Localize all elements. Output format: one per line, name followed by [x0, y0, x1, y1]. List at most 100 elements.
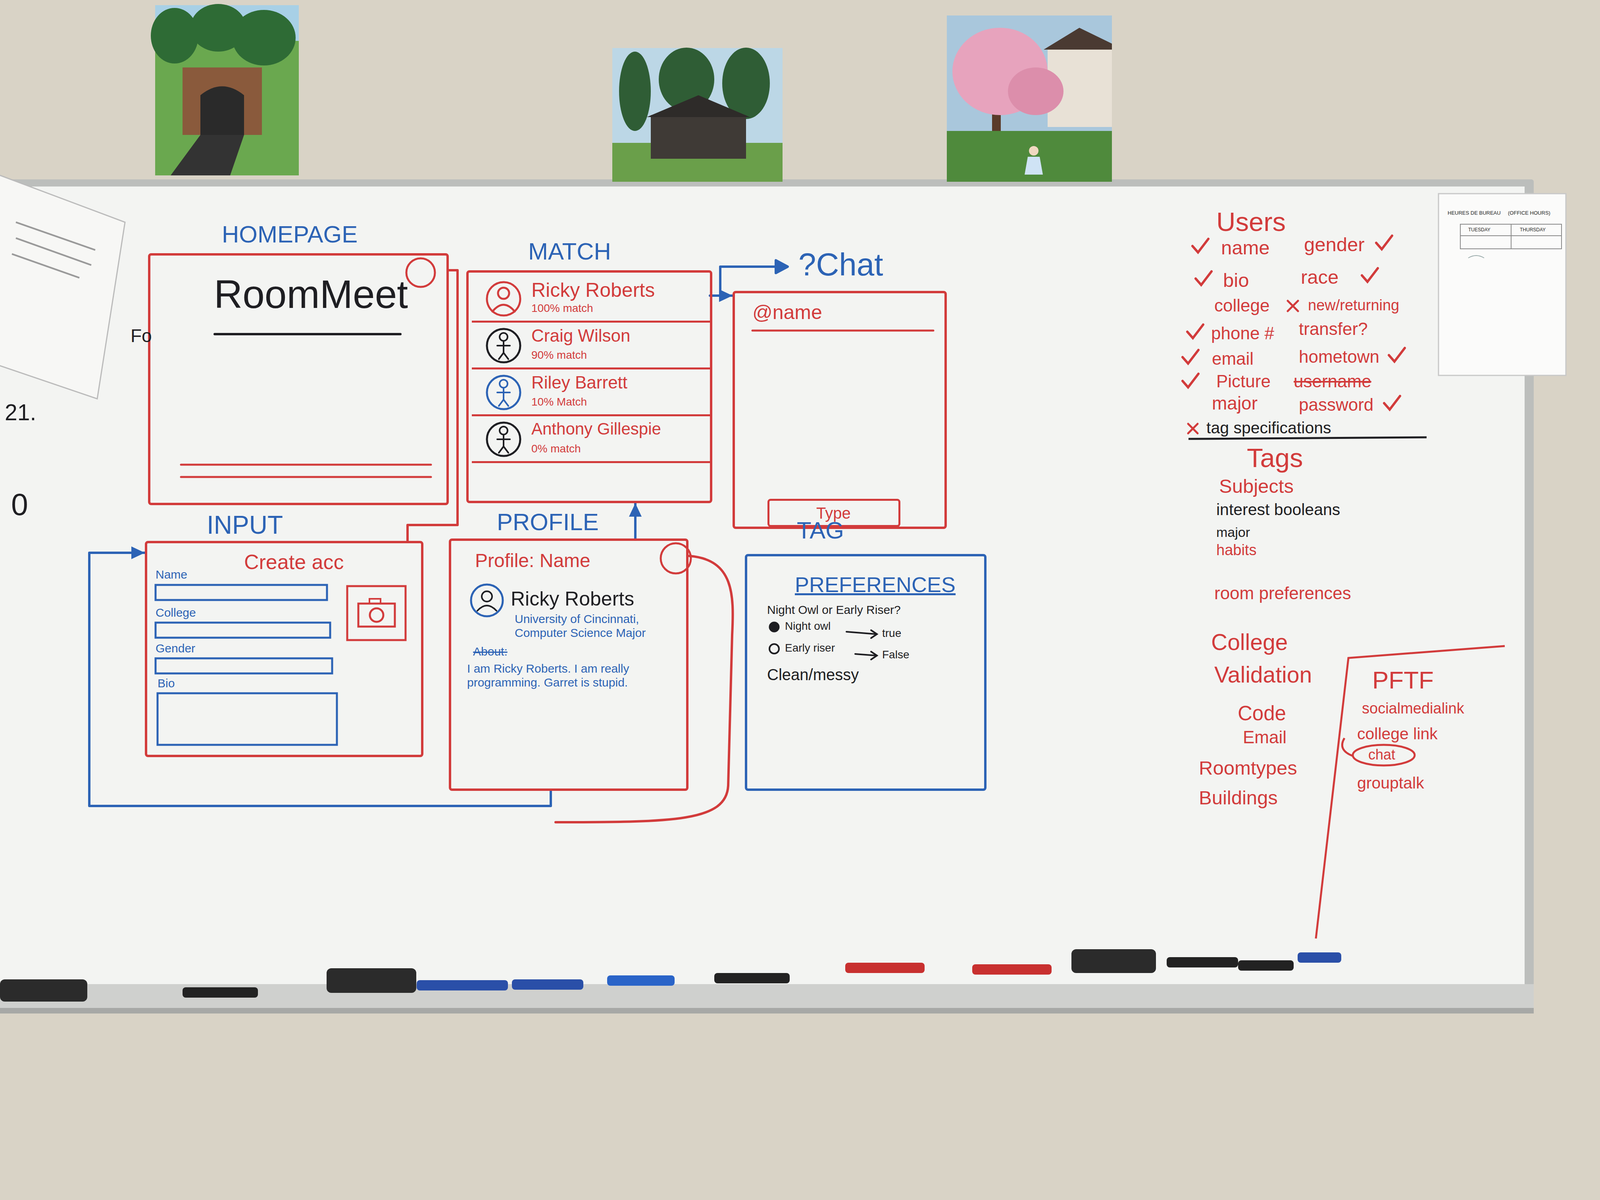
sketch-line [502, 340, 505, 353]
sketch-line [498, 352, 504, 360]
marker [511, 979, 584, 990]
sketch-line [503, 352, 509, 360]
note-text: Buildings [1198, 786, 1278, 809]
screen-frame: HOMEPAGERoomMeet [148, 253, 449, 506]
painting [1028, 146, 1039, 156]
whiteboard [0, 984, 1534, 1010]
sketch-line [497, 344, 510, 347]
eraser [326, 968, 417, 993]
note-text: hometown [1298, 346, 1380, 368]
cross-mark [1188, 300, 1299, 434]
note-text: Subjects [1219, 475, 1294, 498]
sketch-line [752, 329, 934, 332]
note-text: Email [1242, 727, 1287, 748]
sketch-circle [499, 379, 508, 388]
sketch-circle [499, 426, 508, 435]
profile-title: Profile: Name [475, 549, 591, 572]
section-label: About: [473, 644, 508, 659]
bio-text: I am Ricky Roberts. I am really programm… [467, 661, 682, 690]
note-text: college [1214, 295, 1270, 316]
sketch-line [180, 476, 431, 479]
sketch-line [497, 391, 510, 394]
screen-heading: TAG [796, 516, 845, 545]
field-label: Name [155, 567, 188, 582]
sketch-line [214, 332, 401, 336]
painting [232, 9, 296, 66]
user-name: Riley Barrett [531, 372, 628, 393]
paper-sheet [15, 222, 96, 250]
connector-line [407, 270, 458, 541]
connector [709, 289, 733, 302]
note-text: Tags [1246, 442, 1304, 474]
paper-sheet [1510, 224, 1512, 249]
painting [619, 51, 651, 131]
bracket [1315, 646, 1505, 939]
underline [1188, 437, 1427, 439]
value-label: False [882, 648, 910, 662]
check-mark [1182, 373, 1199, 388]
cross-mark [1287, 300, 1299, 312]
bracket [1352, 744, 1415, 766]
underline [1188, 437, 1427, 439]
sketch-path [477, 605, 497, 611]
arrow-head [628, 503, 642, 517]
match-row: Anthony Gillespie0% match [471, 416, 710, 464]
sketch-path [871, 630, 877, 639]
match-row: Riley Barrett10% Match [471, 369, 710, 417]
screen-frame: MATCHRicky Roberts100% matchCraig Wilson… [466, 270, 713, 504]
sketch-path [871, 651, 877, 660]
painting [1024, 156, 1043, 175]
input-field [155, 622, 331, 638]
screen-heading: ?Chat [798, 246, 883, 283]
sketch-circle [481, 591, 493, 602]
screen-frame: ?Chat@nameType [732, 290, 947, 529]
screen-heading: MATCH [528, 237, 612, 266]
note-text: socialmedialink [1361, 700, 1465, 718]
note-text: new/returning [1307, 296, 1400, 315]
note-text: habits [1216, 541, 1257, 560]
sketch-line [502, 434, 505, 447]
field-label: Bio [157, 676, 175, 691]
sketch-line [503, 399, 509, 406]
user-detail: University of Cincinnati, Computer Scien… [514, 612, 682, 640]
painting [646, 95, 750, 118]
whiteboard [0, 186, 1525, 985]
sketch-line [497, 438, 510, 441]
note-text: email [1211, 348, 1254, 370]
input-field [358, 603, 395, 627]
app-title: RoomMeet [213, 271, 408, 318]
painting [200, 86, 245, 136]
note-text: college link [1357, 724, 1438, 744]
sketch-circle [406, 258, 435, 287]
match-percent: 90% match [531, 348, 587, 362]
connector [628, 503, 642, 539]
sketch-line [498, 399, 504, 406]
user-name: Ricky Roberts [510, 587, 635, 611]
paper-sheet [0, 174, 1566, 399]
screen-frame: INPUTCreate accNameCollegeGenderBio [144, 540, 424, 758]
match-row: Craig Wilson90% match [471, 322, 710, 370]
input-field [347, 586, 406, 641]
sketch-circle [769, 622, 779, 632]
note-text: College [1211, 629, 1288, 656]
paper-sheet [11, 253, 80, 278]
sketch-line [502, 387, 505, 400]
form-title: Create acc [244, 550, 344, 575]
flow-line [775, 260, 788, 274]
paper-sheet [1460, 224, 1562, 249]
user-name: Craig Wilson [531, 325, 631, 347]
note-text: phone # [1211, 323, 1275, 344]
note-text: Code [1237, 701, 1287, 726]
match-row: Ricky Roberts100% match [471, 275, 710, 323]
arrow-head [719, 289, 733, 302]
input-field [369, 598, 381, 604]
chat-recipient: @name [752, 301, 823, 325]
whiteboard [0, 1007, 1534, 1014]
check-mark [1195, 271, 1212, 285]
field-label: Gender [155, 641, 196, 656]
option-label: Night owl [784, 619, 831, 633]
note-text: transfer? [1298, 319, 1368, 340]
screen-frame: TAGPREFERENCESNight Owl or Early Riser?N… [744, 553, 987, 791]
input-field [155, 658, 333, 674]
sketch-circle [471, 584, 503, 617]
